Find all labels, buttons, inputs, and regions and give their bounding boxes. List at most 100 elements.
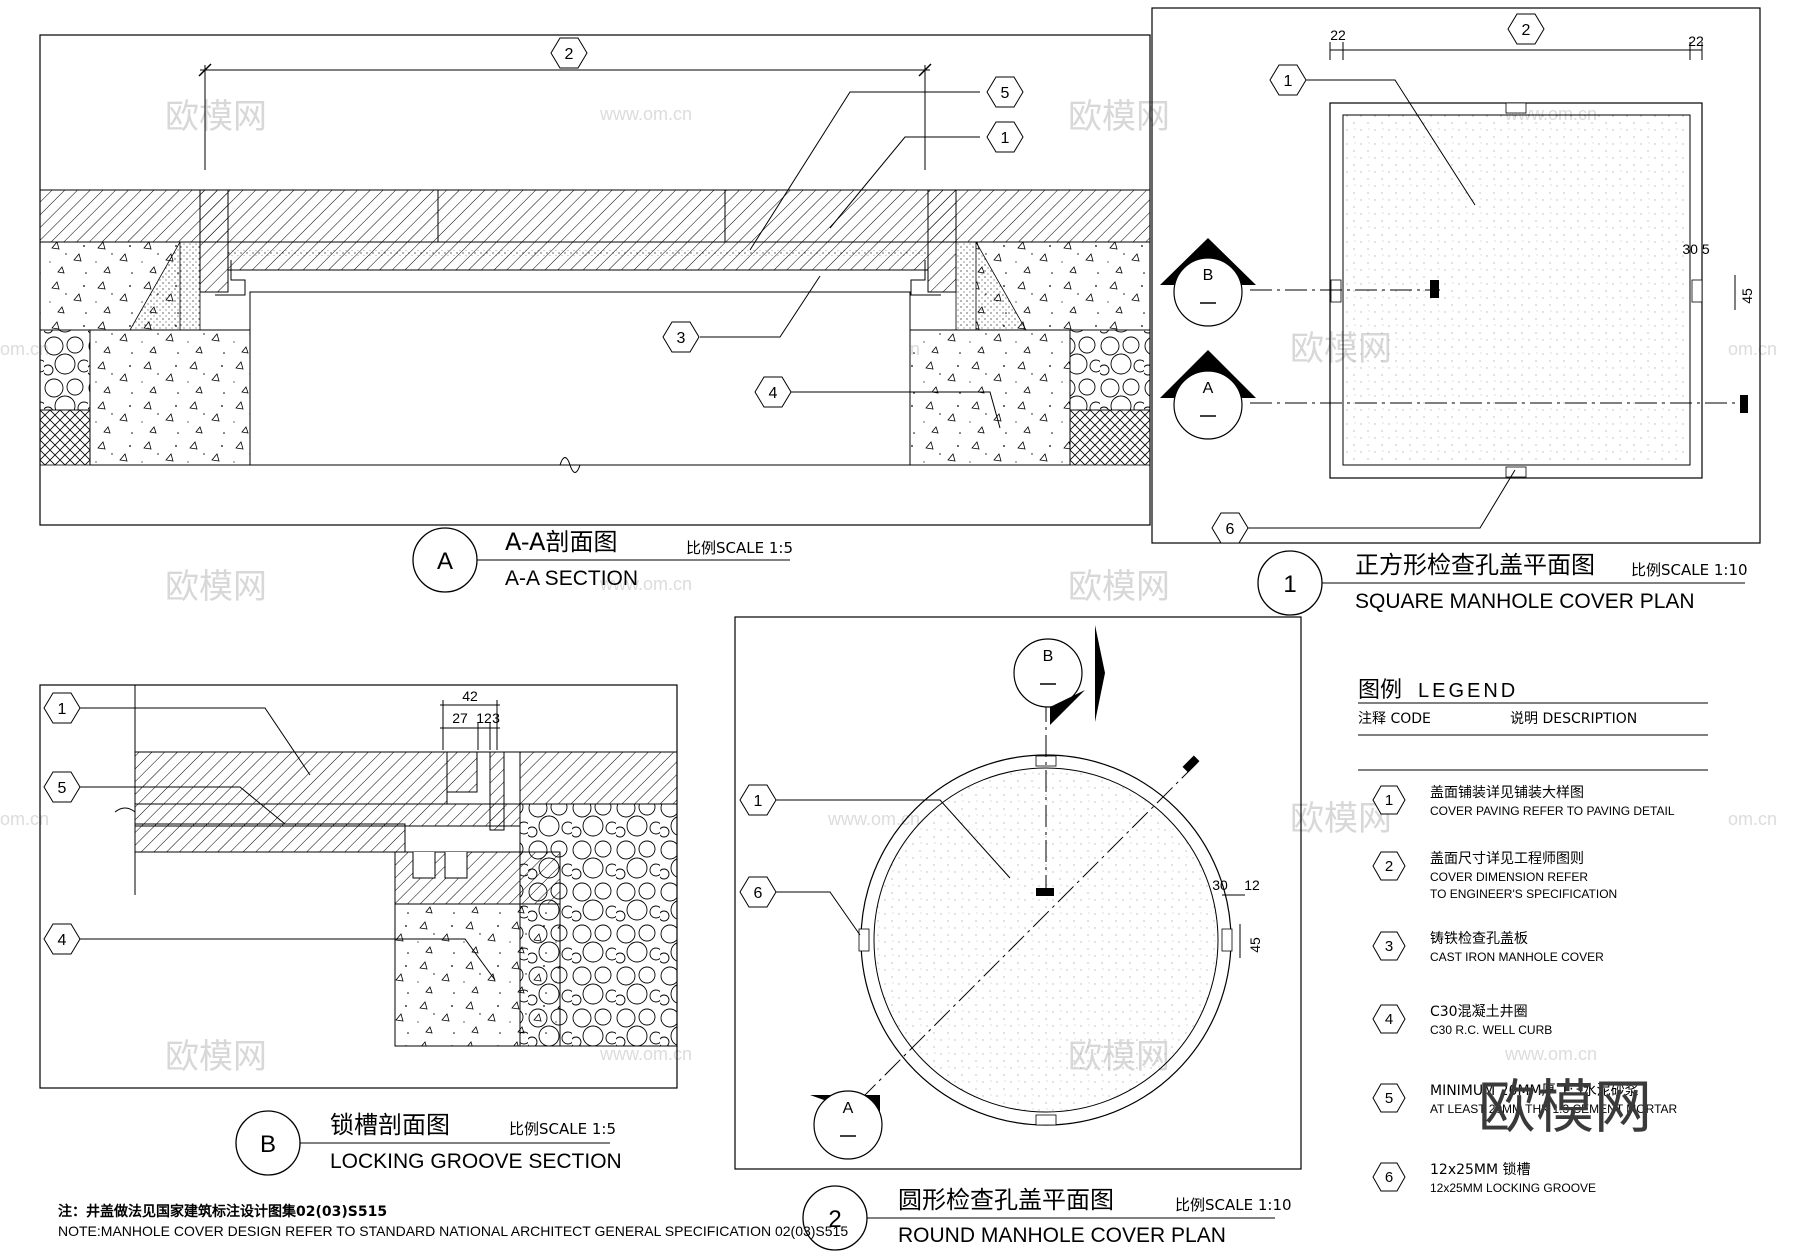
aa-scale: 比例SCALE 1:5	[686, 539, 793, 557]
legend-code: 5	[1385, 1090, 1393, 1107]
legend-desc-en: C30 R.C. WELL CURB	[1430, 1023, 1552, 1037]
round-symbol: 2	[828, 1206, 841, 1233]
legend-desc-cn: C30混凝土井圈	[1430, 1004, 1528, 1020]
locking-scale: 比例SCALE 1:5	[509, 1120, 616, 1138]
dim-42: 42	[462, 688, 478, 704]
svg-text:2: 2	[1522, 22, 1531, 39]
callout-6: 6	[1211, 512, 1249, 544]
watermark-url: www.om.cn	[599, 574, 692, 594]
legend-desc-en: 12x25MM LOCKING GROOVE	[1430, 1181, 1596, 1195]
legend-code: 1	[1385, 792, 1393, 809]
square-title-block: 1 正方形检查孔盖平面图 SQUARE MANHOLE COVER PLAN 比…	[1257, 550, 1748, 616]
note-en: NOTE:MANHOLE COVER DESIGN REFER TO STAND…	[58, 1223, 848, 1239]
aa-title-block: A A-A剖面图 A-A SECTION 比例SCALE 1:5	[412, 527, 793, 593]
legend-item: 3 铸铁检查孔盖板 CAST IRON MANHOLE COVER	[1372, 931, 1604, 964]
legend-title-cn: 图例	[1358, 678, 1402, 703]
legend-code: 4	[1385, 1011, 1393, 1028]
watermark-logo-text: 欧模网	[1068, 97, 1170, 137]
legend-col-code: 注释 CODE	[1358, 711, 1431, 727]
right-frame	[927, 189, 957, 293]
callout-1: 1	[739, 784, 777, 816]
notes: 注：井盖做法见国家建筑标注设计图集02(03)S515 NOTE:MANHOLE…	[58, 1203, 848, 1239]
legend-desc-cn: 铸铁检查孔盖板	[1430, 931, 1528, 947]
callout-6: 6	[739, 876, 777, 908]
aa-symbol: A	[437, 548, 453, 575]
left-frame	[199, 189, 229, 293]
svg-text:4: 4	[769, 385, 778, 402]
section-mark-a: A	[1160, 350, 1256, 440]
watermark-logo-text: 欧模网	[1290, 799, 1392, 839]
round-title-cn: 圆形检查孔盖平面图	[898, 1186, 1114, 1214]
callout-4: 4	[754, 376, 792, 408]
callout-2: 2	[550, 37, 588, 69]
legend-desc-en: AT LEAST 20MM THK 1:3 CEMENT MORTAR	[1430, 1102, 1678, 1116]
legend-desc-en-line2: TO ENGINEER'S SPECIFICATION	[1430, 887, 1617, 901]
legend-code: 2	[1385, 858, 1393, 875]
paving-layer	[134, 751, 448, 805]
callout-3: 3	[662, 321, 700, 353]
legend-item: 5 MINIMUM 20MM厚 1:3水泥砂浆 AT LEAST 20MM THK …	[1372, 1083, 1678, 1116]
square-scale: 比例SCALE 1:10	[1631, 561, 1748, 579]
watermark-url: om.cn	[1728, 809, 1777, 829]
legend-desc-cn: 盖面尺寸详见工程师图则	[1430, 851, 1584, 867]
watermark-url: www.om.cn	[827, 809, 920, 829]
aa-title-cn: A-A剖面图	[505, 528, 617, 556]
callout-4: 4	[43, 923, 81, 955]
callout-5: 5	[986, 76, 1024, 108]
svg-text:A: A	[1203, 380, 1214, 397]
callout-1: 1	[43, 692, 81, 724]
legend-desc-en: COVER PAVING REFER TO PAVING DETAIL	[1430, 804, 1675, 818]
square-symbol: 1	[1283, 571, 1296, 598]
round-title-en: ROUND MANHOLE COVER PLAN	[898, 1224, 1226, 1247]
svg-text:1: 1	[754, 793, 763, 810]
svg-text:1: 1	[1284, 73, 1293, 90]
aa-title-en: A-A SECTION	[505, 567, 638, 590]
square-plan-drawing: 22 22 30 5 45 B A	[1151, 7, 1761, 544]
svg-text:1: 1	[1001, 130, 1010, 147]
legend-item: 2 盖面尺寸详见工程师图则 COVER DIMENSION REFER TO ENGI…	[1372, 851, 1617, 901]
aa-callouts: 2 5 1 3 4	[550, 37, 1024, 408]
legend-desc-en: CAST IRON MANHOLE COVER	[1430, 950, 1604, 964]
locking-title-block: B 锁槽剖面图 LOCKING GROOVE SECTION 比例SCALE 1…	[235, 1110, 622, 1176]
watermark-url: om.cn	[1728, 339, 1777, 359]
round-plan-drawing: 30 12 45 B A	[734, 616, 1302, 1170]
legend-desc-cn: 盖面铺装详见铺装大样图	[1430, 785, 1584, 801]
legend-desc-cn: 12x25MM 锁槽	[1430, 1162, 1531, 1178]
square-callouts: 2 1 6	[1211, 13, 1545, 544]
watermark-logo-text: 欧模网	[165, 1037, 267, 1077]
svg-text:1: 1	[58, 701, 67, 718]
dim-30: 30	[1212, 877, 1228, 893]
round-plan-frame	[734, 616, 1302, 1170]
section-mark-b: B	[1013, 625, 1105, 725]
locking-callouts: 1 5 4	[43, 692, 81, 955]
watermark-url: www.om.cn	[599, 104, 692, 124]
legend-code-badge	[1372, 785, 1406, 815]
round-cover	[873, 767, 1219, 1113]
dim-45: 45	[1739, 288, 1755, 304]
watermark-url: om.cn	[0, 809, 49, 829]
locking-section-drawing: 42 27 12 3	[39, 684, 678, 1089]
watermark-logo-text: 欧模网	[1068, 567, 1170, 607]
cover-plate	[134, 803, 521, 827]
legend-rows: 1 盖面铺装详见铺装大样图 COVER PAVING REFER TO PAVING…	[1372, 785, 1678, 1195]
callout-1: 1	[986, 121, 1024, 153]
dim-12: 12	[476, 710, 492, 726]
well-curb-right	[909, 329, 1071, 466]
legend-code-badge	[1372, 851, 1406, 881]
legend-col-desc: 说明 DESCRIPTION	[1510, 711, 1637, 727]
dim-27: 27	[452, 710, 468, 726]
round-title-block: 2 圆形检查孔盖平面图 ROUND MANHOLE COVER PLAN 比例S…	[802, 1185, 1292, 1251]
locking-title-en: LOCKING GROOVE SECTION	[330, 1150, 622, 1173]
svg-text:2: 2	[565, 46, 574, 63]
legend-desc-cn: MINIMUM 20MM厚 1:3水泥砂浆	[1430, 1083, 1639, 1099]
dim-45: 45	[1247, 937, 1263, 953]
watermark-logo-text: 欧模网	[165, 97, 267, 137]
svg-text:6: 6	[1226, 521, 1235, 538]
note-cn: 注：井盖做法见国家建筑标注设计图集02(03)S515	[58, 1203, 387, 1220]
legend-code: 3	[1385, 938, 1393, 955]
well-curb-left	[89, 329, 251, 466]
section-mark-a: A	[810, 1090, 883, 1160]
dim-30-5: 30 5	[1682, 241, 1709, 257]
legend-desc-en: COVER DIMENSION REFER	[1430, 870, 1588, 884]
svg-text:A: A	[843, 1100, 854, 1117]
